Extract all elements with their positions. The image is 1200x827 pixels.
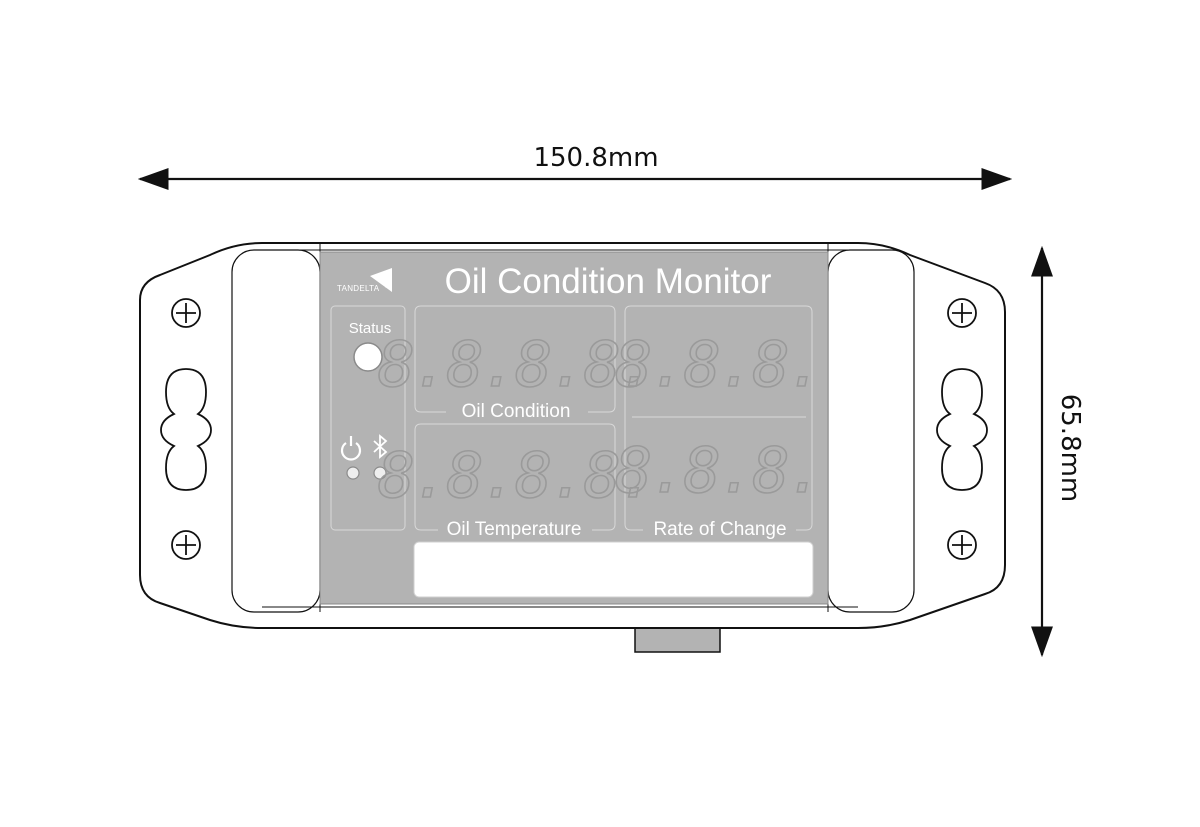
oil-condition-digits: 8.8.8.8.	[378, 328, 653, 401]
screw-icon	[947, 530, 977, 560]
height-dimension-label: 65.8mm	[1055, 394, 1085, 503]
status-label: Status	[349, 320, 392, 337]
logo-text: TANDELTA	[337, 284, 380, 293]
power-icon	[340, 436, 362, 461]
width-dimension: 150.8mm	[137, 143, 1013, 190]
rate-bottom-digits: 8.8.8.	[615, 434, 821, 507]
screw-icon	[171, 530, 201, 560]
screw-icon	[171, 298, 201, 328]
bluetooth-icon	[373, 434, 388, 459]
blank-label-area	[413, 541, 814, 598]
logo-mark-icon	[370, 268, 392, 292]
status-button[interactable]	[353, 342, 383, 372]
oil-temperature-label: Oil Temperature	[447, 519, 582, 540]
width-dimension-label: 150.8mm	[533, 143, 658, 173]
oil-temperature-digits: 8.8.8.8.	[378, 439, 653, 512]
mounting-features	[160, 298, 988, 560]
front-panel: TANDELTA Oil Condition Monitor Status 8.…	[319, 251, 829, 605]
oil-condition-display: 8.8.8.8. Oil Condition	[377, 305, 656, 422]
status-frame	[330, 305, 406, 531]
right-keyhole-slot	[936, 368, 988, 491]
right-connector-plug	[634, 625, 721, 653]
tandelta-logo: TANDELTA	[337, 268, 392, 293]
oil-temperature-display: 8.8.8.8. Oil Temperature	[377, 423, 656, 540]
bluetooth-indicator-led	[373, 466, 387, 480]
height-dimension: 65.8mm	[1031, 245, 1085, 658]
rate-top-digits: 8.8.8.	[615, 328, 821, 401]
screw-icon	[947, 298, 977, 328]
rate-of-change-label: Rate of Change	[653, 519, 786, 540]
panel-title: Oil Condition Monitor	[445, 262, 772, 301]
left-keyhole-slot	[160, 368, 212, 491]
power-indicator-led	[346, 466, 360, 480]
oil-condition-label: Oil Condition	[462, 401, 571, 422]
rate-of-change-display: 8.8.8. 8.8.8. Rate of Change	[614, 305, 825, 540]
